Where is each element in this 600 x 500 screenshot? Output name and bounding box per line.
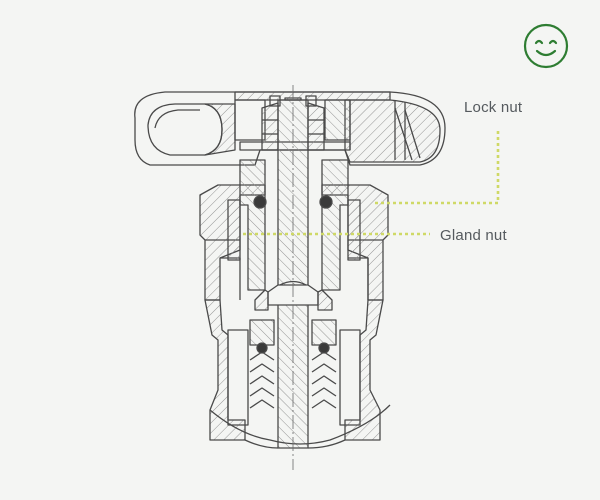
gland-nut-label: Gland nut xyxy=(440,227,507,244)
lock-nut-leader xyxy=(375,128,500,205)
lock-nut-label: Lock nut xyxy=(464,99,523,116)
packing-rings xyxy=(249,319,337,409)
break-line xyxy=(209,404,391,449)
lock-nut xyxy=(261,102,325,151)
smiley-face-icon xyxy=(523,23,569,69)
gland-nut xyxy=(227,159,361,291)
valve-body xyxy=(204,299,384,441)
